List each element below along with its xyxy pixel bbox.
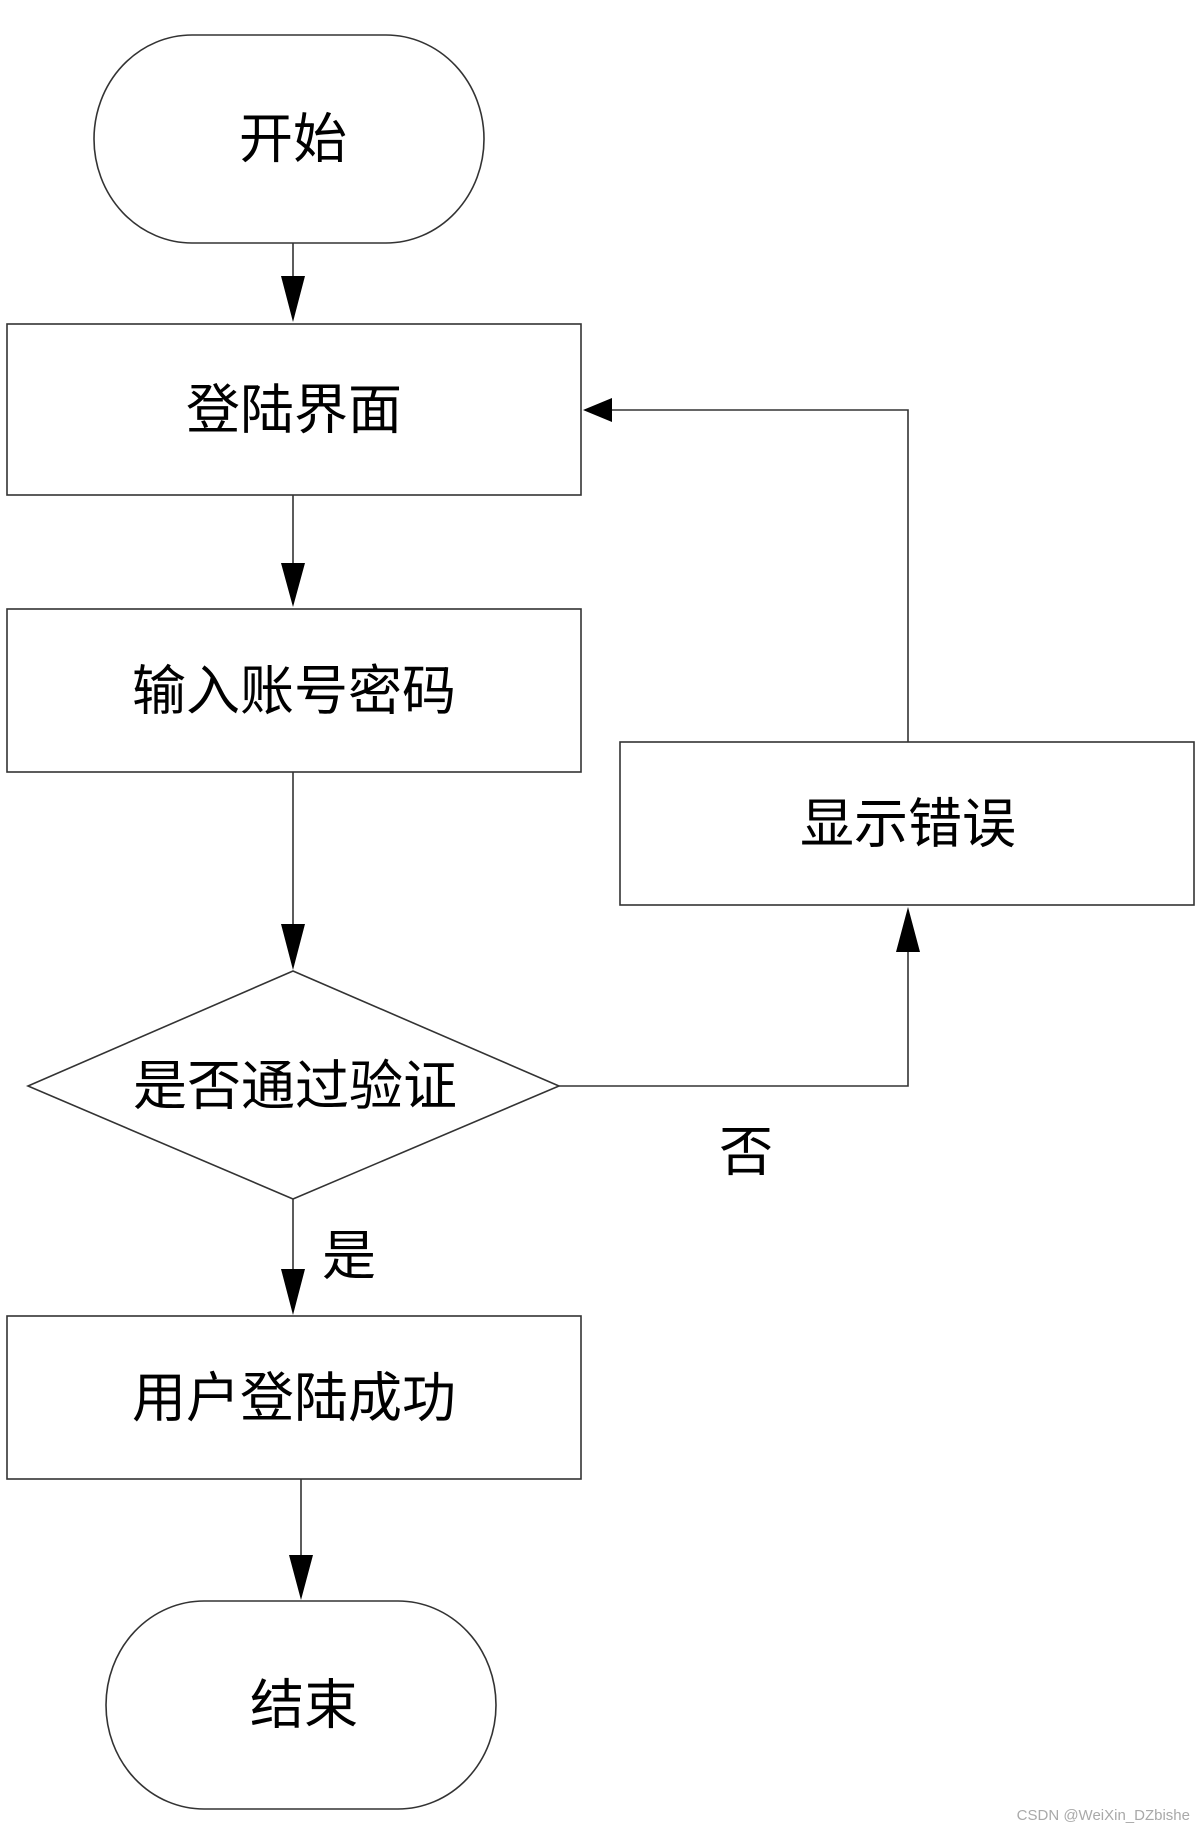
- login-page-node: 登陆界面: [6, 323, 582, 496]
- end-label: 结束: [250, 1674, 358, 1737]
- edge-label-yes: 是: [322, 1225, 376, 1288]
- edge-verify-no-to-error: [559, 907, 920, 1087]
- edge-success-to-end: [289, 1479, 313, 1600]
- start-node: 开始: [93, 34, 485, 244]
- verify-decision-node: 是否通过验证: [25, 970, 562, 1200]
- arrowhead-icon: [281, 924, 305, 970]
- end-node: 结束: [105, 1600, 497, 1810]
- edge-error-to-login-page: [583, 398, 909, 742]
- edge-start-to-login-page: [281, 243, 305, 322]
- arrowhead-icon: [281, 563, 305, 607]
- show-error-node: 显示错误: [619, 741, 1195, 906]
- login-success-node: 用户登陆成功: [6, 1315, 582, 1480]
- arrowhead-icon: [289, 1555, 313, 1600]
- edge-verify-yes-to-success: [281, 1199, 305, 1315]
- edge-login-page-to-input: [281, 495, 305, 607]
- edge-input-to-verify: [281, 772, 305, 970]
- arrowhead-icon: [896, 907, 920, 952]
- show-error-label: 显示错误: [800, 793, 1016, 856]
- edge-label-no: 否: [719, 1121, 773, 1184]
- login-success-label: 用户登陆成功: [132, 1367, 456, 1430]
- arrowhead-icon: [281, 1269, 305, 1315]
- input-credentials-node: 输入账号密码: [6, 608, 582, 773]
- start-label: 开始: [239, 108, 347, 171]
- arrowhead-icon: [583, 398, 612, 422]
- arrowhead-icon: [281, 276, 305, 322]
- watermark: CSDN @WeiXin_DZbishe: [1017, 1807, 1190, 1824]
- input-credentials-label: 输入账号密码: [132, 660, 456, 723]
- login-page-label: 登陆界面: [186, 379, 402, 442]
- verify-decision-label: 是否通过验证: [133, 1055, 457, 1118]
